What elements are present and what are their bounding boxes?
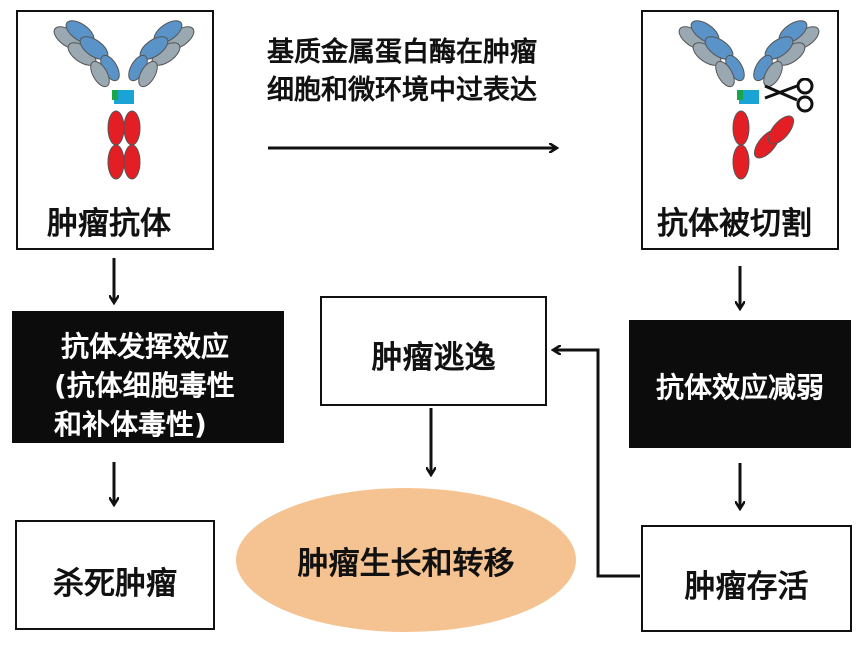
weakened-effect-label: 抗体效应减弱 [655, 371, 824, 404]
mmp-text-line1: 基质金属蛋白酶在肿瘤 [267, 37, 537, 68]
tumor-escape-box: 肿瘤逃逸 [320, 296, 547, 406]
effector-line3: 和补体毒性) [54, 408, 207, 441]
weakened-effect-box: 抗体效应减弱 [629, 320, 851, 448]
scissors-icon [764, 78, 814, 113]
tumor-growth-label: 肿瘤生长和转移 [297, 546, 515, 582]
tumor-survival-label: 肿瘤存活 [684, 569, 809, 605]
antibody-effector-box: 抗体发挥效应 (抗体细胞毒性 和补体毒性) [12, 311, 284, 443]
antibody-icon [53, 20, 195, 180]
tumor-escape-label: 肿瘤逃逸 [371, 340, 496, 376]
tumor-antibody-box: 肿瘤抗体 [16, 10, 214, 250]
effector-line1: 抗体发挥效应 [61, 330, 230, 363]
tumor-antibody-label: 肿瘤抗体 [47, 206, 171, 242]
cleaved-antibody-box: 抗体被切割 [641, 10, 839, 250]
tumor-survival-box: 肿瘤存活 [641, 525, 852, 632]
tumor-growth-ellipse: 肿瘤生长和转移 [236, 488, 576, 632]
cleaved-antibody-label: 抗体被切割 [657, 206, 812, 242]
mmp-text-line2: 细胞和微环境中过表达 [267, 75, 537, 106]
arrow-survival-to-escape [554, 350, 640, 578]
cleaved-antibody-icon [678, 20, 820, 180]
kill-tumor-label: 杀死肿瘤 [53, 566, 177, 602]
effector-line2: (抗体细胞毒性 [54, 369, 235, 402]
kill-tumor-box: 杀死肿瘤 [15, 520, 215, 630]
